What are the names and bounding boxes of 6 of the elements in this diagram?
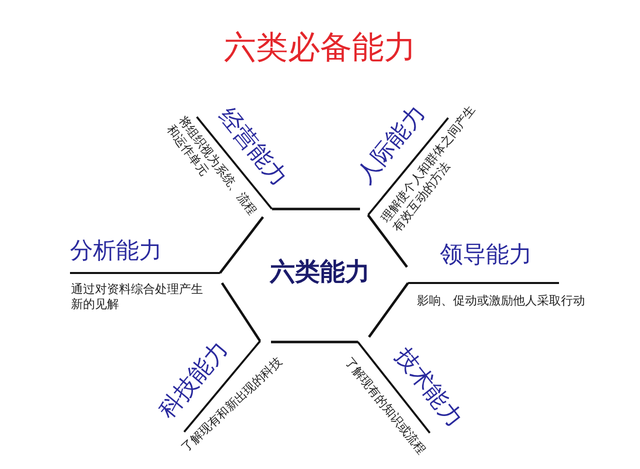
diagram-title: 六类必备能力 (224, 28, 416, 66)
ability-heading: 分析能力 (70, 239, 220, 274)
ability-description: 影响、促动或激励他人采取行动 (417, 294, 585, 308)
hub-label: 六类能力 (270, 257, 370, 287)
ability-heading: 领导能力 (408, 243, 559, 284)
ability-description: 通过对资料综合处理产生新的见解 (71, 282, 204, 312)
